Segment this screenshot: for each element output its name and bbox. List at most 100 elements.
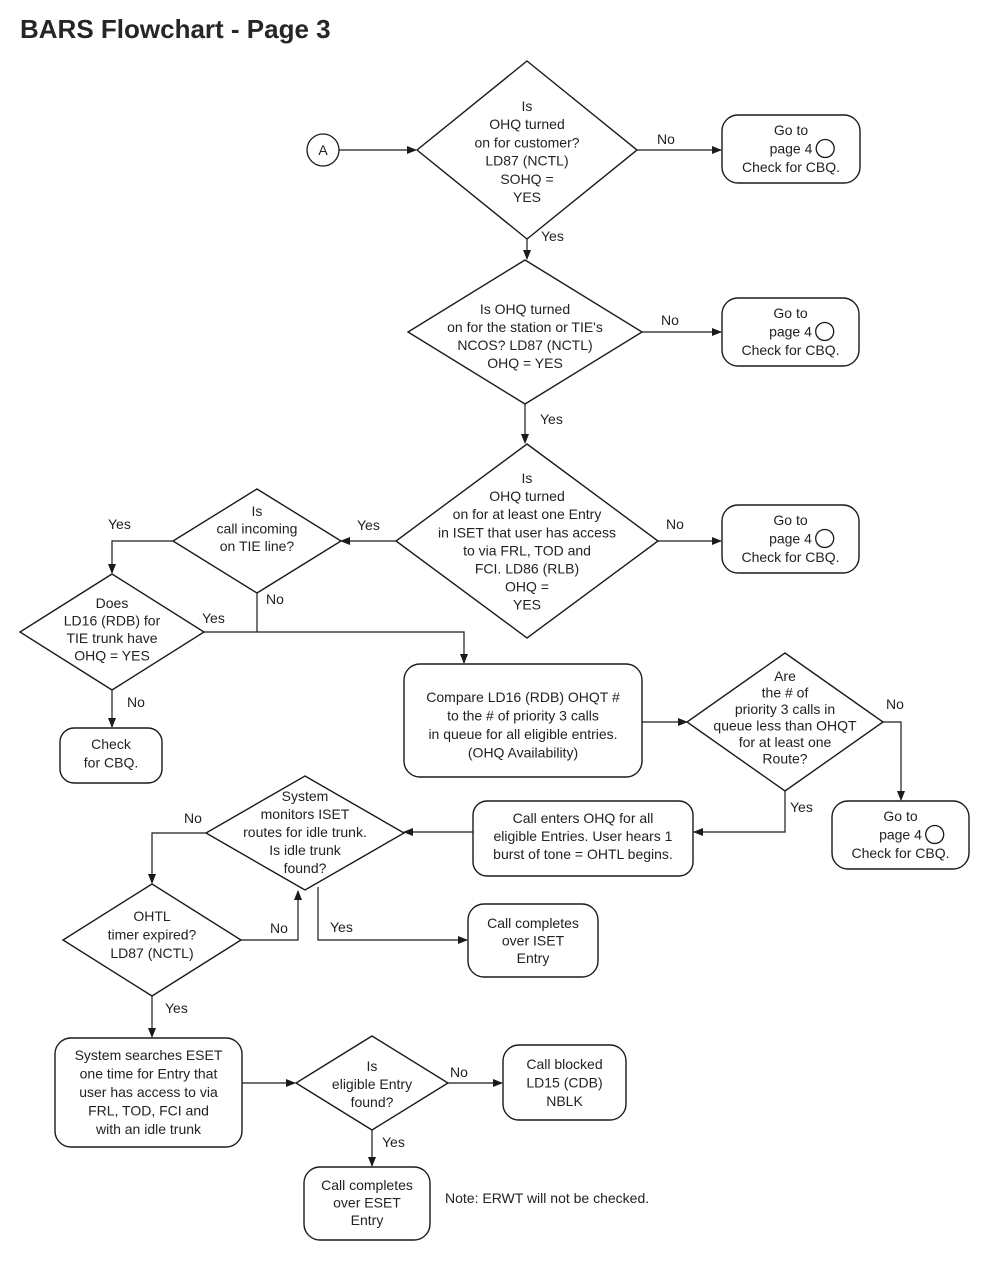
d_ohq_customer-line-4: LD87 (NCTL) (485, 153, 568, 169)
r_enter_ohq-line-2: eligible Entries. User hears 1 (494, 828, 673, 844)
d_ohtl-line-2: timer expired? (108, 927, 197, 943)
d_ohq_customer-line-5: SOHQ = (500, 171, 553, 187)
d_incoming_tie-line-2: call incoming (217, 521, 298, 537)
r-check-cbq-box: Check for CBQ. (59, 727, 163, 784)
decision-diamond (18, 573, 206, 691)
d_ld16_tie-line-1: Does (96, 595, 129, 611)
r_goto1-line-3: Check for CBQ. (742, 159, 840, 175)
r_goto4-line-3: Check for CBQ. (851, 845, 949, 861)
process-box (54, 1037, 243, 1148)
d_ld16_tie-line-2: LD16 (RDB) for (64, 613, 161, 629)
r-enter-ohq-box: Call enters OHQ for all eligible Entries.… (472, 800, 694, 877)
page-title: BARS Flowchart - Page 3 (20, 14, 331, 44)
edge-label-yes: Yes (202, 610, 225, 626)
d_monitors-line-2: monitors ISET (261, 806, 350, 822)
d_ohq_entry-line-7: OHQ = (505, 579, 549, 595)
process-box (472, 800, 694, 877)
r_compare-line-2: to the # of priority 3 calls (447, 708, 599, 724)
edge-label-no: No (266, 591, 284, 607)
r_goto3-line-3: Check for CBQ. (741, 549, 839, 565)
process-box (721, 504, 860, 574)
r_goto3-line-2: page 4 (769, 531, 812, 547)
r_enter_ohq-line-1: Call enters OHQ for all (513, 810, 654, 826)
d_priority-line-5: for at least one (739, 734, 832, 750)
page-ref-icon (815, 138, 835, 159)
r_complete_iset-line-3: Entry (517, 950, 550, 966)
r_check_cbq-line-1: Check (91, 736, 132, 752)
edge-tie-yes (108, 540, 173, 574)
edge-label-no: No (184, 810, 202, 826)
decision-diamond (204, 775, 406, 891)
r_complete_iset-line-1: Call completes (487, 915, 579, 931)
process-box (303, 1166, 431, 1241)
d_priority-line-4: queue less than OHQT (713, 718, 857, 734)
note-text: Note: ERWT will not be checked. (445, 1190, 649, 1206)
d_ohq_entry-line-5: to via FRL, TOD and (463, 542, 591, 558)
r-goto3-box: Go to page 4 Check for CBQ. (721, 504, 860, 574)
edge-label-yes: Yes (790, 799, 813, 815)
d_priority-line-2: the # of (762, 685, 809, 701)
edge-label-yes: Yes (108, 516, 131, 532)
page-ref-icon (925, 824, 945, 845)
r_compare-line-4: (OHQ Availability) (468, 745, 578, 761)
edge-label-yes: Yes (541, 228, 564, 244)
r_blocked-line-1: Call blocked (526, 1056, 602, 1072)
edge-label-no: No (661, 312, 679, 328)
r_enter_ohq-line-3: burst of tone = OHTL begins. (493, 846, 673, 862)
r_goto4-line-1: Go to (883, 808, 917, 824)
decision-diamond (685, 652, 885, 792)
edge-priority-no (883, 721, 905, 801)
decision-diamond (394, 443, 660, 639)
r_complete_iset-line-2: over ISET (502, 933, 565, 949)
r_complete_eset-line-2: over ESET (333, 1195, 401, 1211)
r_blocked-line-3: NBLK (546, 1093, 583, 1109)
r_goto4-line-2: page 4 (879, 827, 922, 843)
edge-label-yes: Yes (382, 1134, 405, 1150)
r_goto2-line-2: page 4 (769, 324, 812, 340)
d_priority-line-6: Route? (762, 751, 807, 767)
d_incoming_tie-line-3: on TIE line? (220, 538, 295, 554)
edge-label-no: No (270, 920, 288, 936)
edge-label-yes: Yes (540, 411, 563, 427)
r_goto2-line-1: Go to (773, 305, 807, 321)
d_ohq_entry-line-2: OHQ turned (489, 488, 564, 504)
r_goto3-line-1: Go to (773, 512, 807, 528)
edge-monitors-yes (317, 887, 468, 944)
edge-label-no: No (886, 696, 904, 712)
page-ref-icon (815, 528, 835, 549)
r_search_eset-line-2: one time for Entry that (80, 1066, 218, 1082)
decision-diamond (415, 60, 639, 240)
connector-a: A (306, 133, 340, 167)
r_complete_eset-line-3: Entry (351, 1212, 384, 1228)
d_monitors-line-4: Is idle trunk (269, 842, 342, 858)
d_eligible-line-1: Is (367, 1058, 378, 1074)
d_ohq_station-line-4: OHQ = YES (487, 355, 563, 371)
connector-circle-icon (306, 133, 340, 167)
r_goto2-line-3: Check for CBQ. (741, 342, 839, 358)
edge-monitors-no (148, 832, 206, 884)
d_ohq_station-line-1: Is OHQ turned (480, 301, 570, 317)
r-goto2-box: Go to page 4 Check for CBQ. (721, 297, 860, 367)
decision-diamond (61, 883, 243, 997)
d_ld16_tie-line-3: TIE trunk have (66, 630, 157, 646)
edge-label-yes: Yes (165, 1000, 188, 1016)
r_search_eset-line-5: with an idle trunk (95, 1121, 202, 1137)
d_ohq_customer-line-1: Is (522, 98, 533, 114)
r_blocked-line-2: LD15 (CDB) (526, 1075, 602, 1091)
decision-diamond (406, 259, 644, 405)
r_check_cbq-line-2: for CBQ. (84, 755, 138, 771)
d_ld16_tie-line-4: OHQ = YES (74, 648, 150, 664)
r_search_eset-line-3: user has access to via (79, 1084, 218, 1100)
d_ohq_station-line-3: NCOS? LD87 (NCTL) (457, 337, 592, 353)
process-box (502, 1044, 627, 1121)
d_ohq_station-line-2: on for the station or TIE's (447, 319, 603, 335)
decision-diamond (294, 1035, 450, 1131)
d_ohq_entry-line-4: in ISET that user has access (438, 524, 616, 540)
